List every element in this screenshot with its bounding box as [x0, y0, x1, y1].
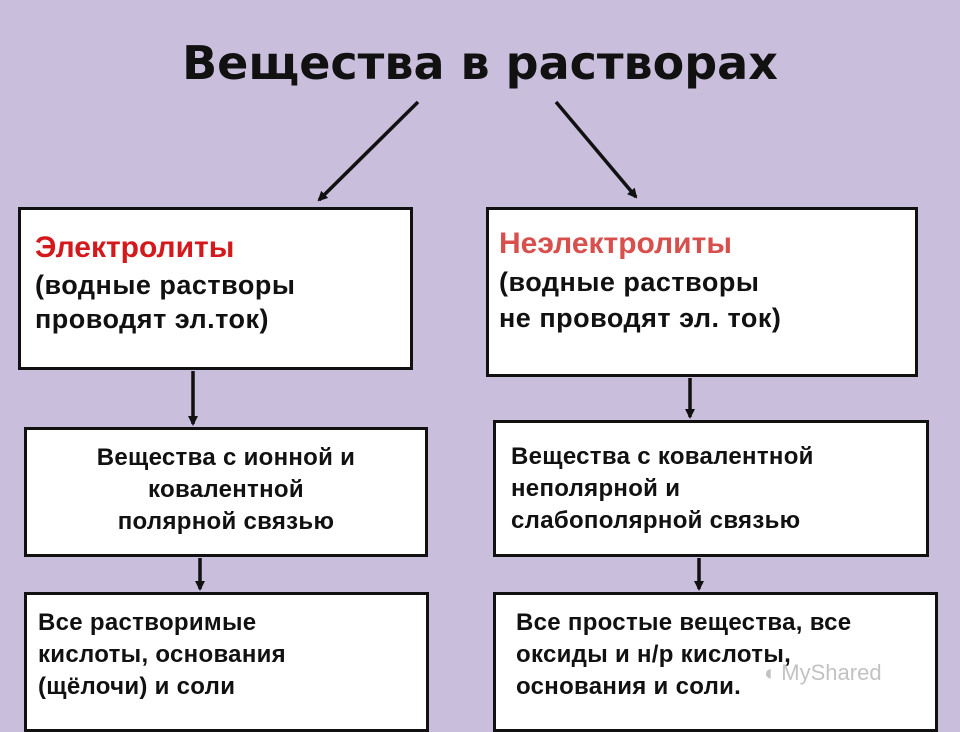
nonelectrolytes-box: Неэлектролиты (водные растворы не провод… — [486, 207, 918, 377]
electrolytes-description-line: проводят эл.ток) — [35, 304, 270, 334]
covalent-bond-line: неполярной и — [511, 475, 681, 502]
covalent-bond-line: слабополярной связью — [511, 507, 801, 534]
electrolyte-example-line: кислоты, основания — [38, 641, 286, 668]
electrolyte-examples-box: Все растворимые кислоты, основания (щёло… — [24, 592, 429, 732]
nonelectrolytes-heading: Неэлектролиты — [499, 227, 732, 260]
ionic-bond-line: полярной связью — [117, 508, 335, 535]
nonelectrolyte-example-line: Все простые вещества, все — [516, 609, 852, 636]
watermark-text: MyShared — [781, 660, 882, 685]
electrolyte-example-line: (щёлочи) и соли — [38, 673, 236, 700]
electrolytes-description-line: (водные растворы — [35, 270, 296, 300]
electrolyte-example-line: Все растворимые — [38, 609, 257, 636]
ionic-bond-box: Вещества с ионной и ковалентной полярной… — [24, 427, 428, 557]
covalent-bond-box: Вещества с ковалентной неполярной и слаб… — [493, 420, 929, 557]
covalent-bond-line: Вещества с ковалентной — [511, 443, 814, 470]
nonelectrolyte-example-line: оксиды и н/р кислоты, — [516, 641, 792, 668]
page-title: Вещества в растворах — [182, 36, 778, 90]
nonelectrolytes-description-line: не проводят эл. ток) — [499, 303, 782, 333]
nonelectrolytes-description-line: (водные растворы — [499, 267, 760, 297]
electrolytes-heading: Электролиты — [35, 231, 235, 264]
nonelectrolyte-example-line: основания и соли. — [516, 673, 742, 700]
electrolytes-box: Электролиты (водные растворы проводят эл… — [18, 207, 413, 370]
watermark: ◐ MyShared — [764, 660, 882, 686]
ionic-bond-line: ковалентной — [148, 476, 304, 503]
arrow-title-to-nonelectrolytes — [554, 100, 638, 199]
watermark-logo-icon: ◐ — [764, 660, 778, 685]
ionic-bond-line: Вещества с ионной и — [96, 444, 356, 471]
nonelectrolyte-examples-box: Все простые вещества, все оксиды и н/р к… — [493, 592, 938, 732]
arrow-title-to-electrolytes — [317, 100, 420, 202]
